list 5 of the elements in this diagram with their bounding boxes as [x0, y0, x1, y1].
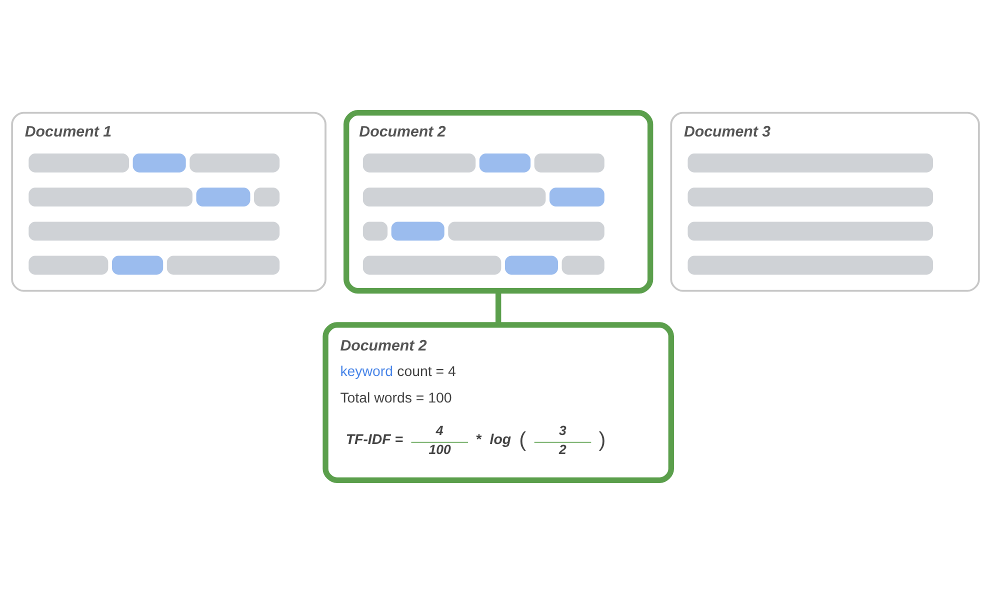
node-box: Document 3 [670, 112, 980, 292]
node-box: Document 2 [344, 110, 654, 294]
connector [496, 290, 502, 325]
node-box: Document 2 keyword count = 4 Total words = 100 TF-IDF = 4 100 * log ( 3 2 ) [322, 322, 674, 484]
node-box: Document 1 [11, 112, 326, 292]
